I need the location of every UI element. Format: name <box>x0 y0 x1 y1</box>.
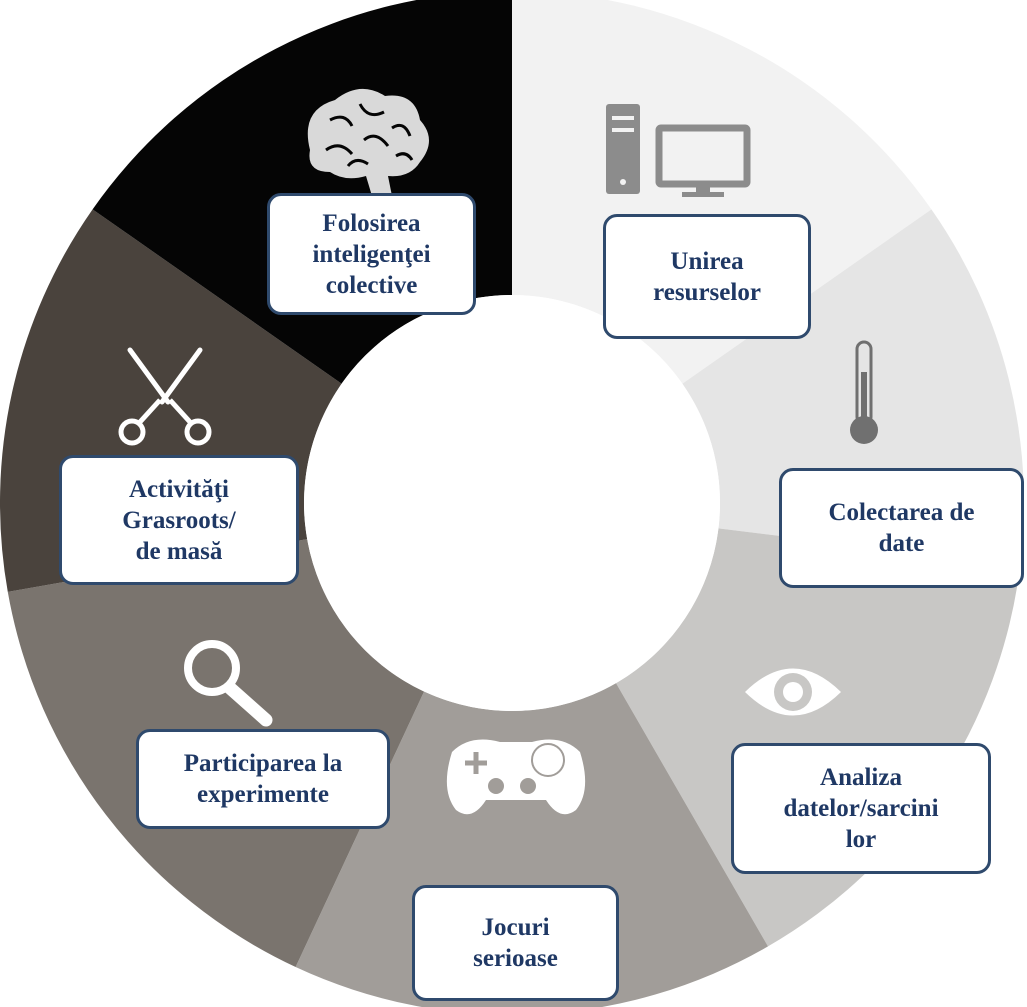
thermometer-icon <box>850 340 878 444</box>
label-analiza-datelor: Analiza datelor/sarcini lor <box>731 743 991 874</box>
label-colectarea-de-date: Colectarea de date <box>779 468 1024 588</box>
label-participarea-experimente: Participarea la experimente <box>136 729 390 829</box>
eye-icon <box>745 668 841 716</box>
label-activitati-grasroots: Activităţi Grasroots/ de masă <box>59 455 299 585</box>
label-folosirea-inteligentei: Folosirea inteligenţei colective <box>267 193 476 315</box>
gamepad-icon <box>446 739 586 815</box>
segment-analiza <box>616 528 1021 947</box>
magnifier-icon <box>184 640 273 727</box>
center-hole <box>304 295 720 711</box>
computer-monitor-icon <box>606 104 751 197</box>
label-unirea-resurselor: Unirea resurselor <box>603 214 811 339</box>
brain-icon <box>307 88 429 196</box>
label-jocuri-serioase: Jocuri serioase <box>412 885 619 1001</box>
scissors-icon <box>118 347 212 446</box>
